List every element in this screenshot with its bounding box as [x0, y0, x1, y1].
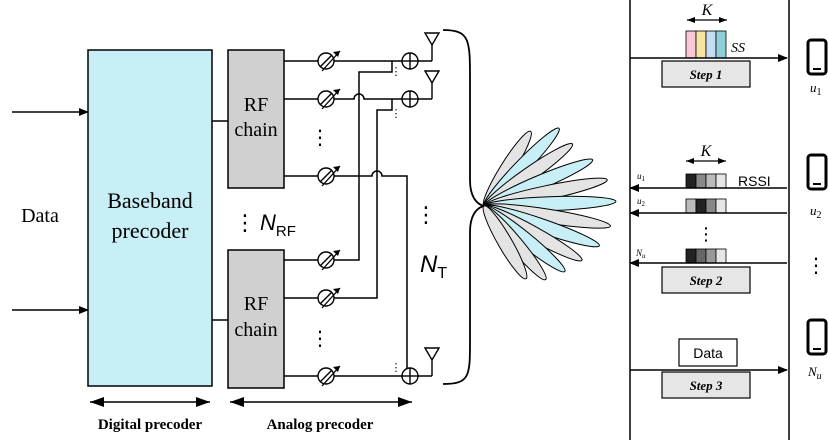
adder-vdots-1: ⋮: [391, 66, 402, 78]
data-box-label: Data: [693, 345, 723, 361]
rf-chain-top-line2: chain: [234, 119, 277, 141]
n-rf-label: ⋮NRF: [234, 210, 296, 240]
step1-group: K SS Step 1: [630, 2, 788, 88]
digital-precoder-caption: Digital precoder: [98, 417, 203, 433]
rssi-user-nu: Nu: [635, 248, 646, 260]
user-vdots: ⋮: [806, 255, 826, 277]
user-label-u1: u1: [810, 80, 822, 98]
user-phone-icon: [806, 38, 828, 76]
phase-vdots-bottom: ⋮: [310, 328, 330, 350]
adder-icon: [401, 52, 419, 70]
k-label-step1: K: [701, 2, 714, 19]
step2-box: [661, 266, 751, 294]
analog-precoder-caption: Analog precoder: [267, 417, 374, 433]
rssi-label: RSSI: [738, 173, 771, 189]
step3-box: [661, 371, 751, 399]
step3-label: Step 3: [690, 378, 723, 393]
rssi-user-u1: u1: [637, 171, 646, 183]
step3-group: Data Step 3: [630, 338, 788, 399]
antenna-brace: [442, 29, 485, 385]
rssi-vdots: ⋮: [697, 224, 715, 244]
user-label-nu: Nu: [807, 364, 822, 382]
user-phone-icon: [806, 153, 828, 191]
bottom-rf-wiring: [284, 61, 402, 377]
k-label-step2: K: [700, 143, 713, 160]
user-label-u2: u2: [810, 203, 822, 221]
rf-chain-box-top: [227, 49, 285, 189]
data-label: Data: [21, 205, 59, 227]
rssi-user-u2: u2: [637, 196, 646, 208]
ss-beam-slot: [685, 30, 697, 59]
ss-beam-slot: [695, 30, 707, 59]
n-t-label: NT: [420, 251, 447, 282]
top-rf-wiring: [284, 60, 408, 370]
ss-label: SS: [731, 41, 745, 56]
phase-vdots-top: ⋮: [310, 127, 330, 149]
adder-icon: [401, 367, 419, 385]
rf-chain-bottom-line1: RF: [244, 293, 268, 315]
ss-beam-slot: [715, 30, 727, 59]
antenna-icon: [424, 32, 440, 62]
rf-chain-bottom-line2: chain: [234, 319, 277, 341]
ss-beam-slot: [705, 30, 717, 59]
baseband-precoder-box: [87, 49, 213, 387]
data-box: [678, 338, 738, 367]
step2-label: Step 2: [690, 273, 723, 288]
antenna-icon: [424, 70, 440, 100]
baseband-label-line1: Baseband: [107, 188, 193, 213]
step2-group: K RSSI u1 u2 ⋮ Nu Step 2: [629, 143, 787, 294]
beam-lobe: [482, 205, 528, 280]
adder-vdots-3: ⋮: [391, 362, 402, 374]
rf-chain-box-bottom: [227, 249, 285, 389]
step1-label: Step 1: [690, 67, 723, 82]
baseband-label-line2: precoder: [112, 218, 190, 243]
adder-icon: [401, 90, 419, 108]
beam-pattern: [482, 127, 617, 281]
rf-chain-top-line1: RF: [244, 94, 268, 116]
adder-vdots-2: ⋮: [391, 108, 402, 120]
antenna-icon: [424, 347, 440, 377]
n-t-vdots: ⋮: [415, 202, 437, 227]
user-phone-icon: [806, 318, 828, 356]
step1-box: [661, 60, 751, 88]
